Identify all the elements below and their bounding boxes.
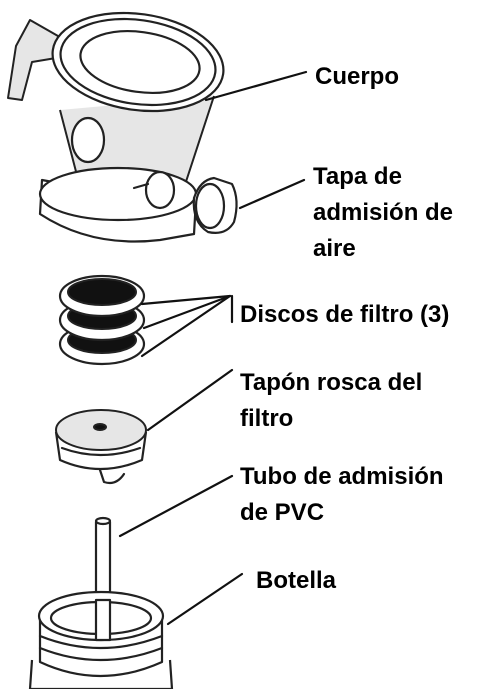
label-filter-plug-line2: filtro — [240, 405, 294, 432]
label-inlet-tube-line1: Tubo de admisión — [240, 463, 444, 490]
filter-discs-part — [58, 274, 146, 366]
label-body: Cuerpo — [315, 63, 399, 90]
label-air-cap-line3: aire — [313, 235, 356, 256]
label-filter-discs: Discos de filtro (3) — [240, 301, 450, 328]
label-filter-plug-line1: Tapón rosca del — [240, 369, 423, 396]
label-inlet-tube-line2: de PVC — [240, 499, 325, 526]
body-part — [7, 11, 225, 243]
air-cap-part — [192, 176, 238, 234]
label-air-cap-line2: admisión de — [313, 199, 454, 226]
label-air-cap-line3-clip: aire — [313, 234, 473, 256]
label-air-cap-line1: Tapa de — [313, 163, 402, 190]
filter-plug-part — [54, 409, 148, 485]
label-bottle: Botella — [256, 567, 337, 594]
leader-lines — [118, 70, 308, 626]
bottle-part — [28, 590, 174, 689]
